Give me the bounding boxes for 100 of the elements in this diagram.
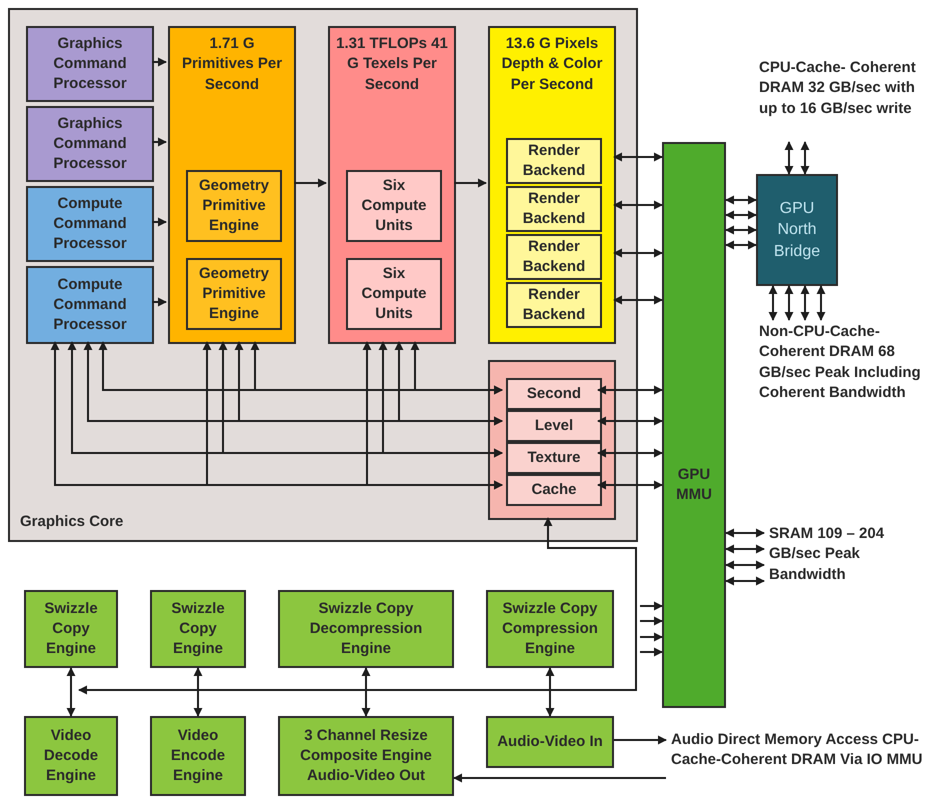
processor-box xyxy=(26,186,154,262)
arrow xyxy=(784,285,794,321)
block-label: Video Decode Engine xyxy=(42,726,100,786)
block-label: Render Backend xyxy=(522,188,586,229)
arrow xyxy=(613,248,663,258)
stage-panel xyxy=(328,26,456,344)
arrow xyxy=(816,285,826,321)
arrow xyxy=(613,200,663,210)
arrow xyxy=(640,632,663,642)
arrow xyxy=(640,602,663,610)
block-label: Render Backend xyxy=(522,140,586,181)
arrow xyxy=(800,141,810,175)
block-label: Geometry Primitive Engine xyxy=(198,176,270,236)
cache-panel xyxy=(488,360,616,520)
block-label: GPU North Bridge xyxy=(772,198,822,262)
arrow xyxy=(725,226,757,234)
arrow xyxy=(640,616,663,626)
block-label: Video Encode Engine xyxy=(170,726,226,786)
arrow xyxy=(725,240,757,250)
block-label: GPU MMU xyxy=(675,464,713,505)
engine-box xyxy=(278,716,454,796)
engine-box xyxy=(150,590,246,668)
processor-box xyxy=(26,266,154,344)
memory-note: CPU-Cache- Coherent DRAM 32 GB/sec with up to 16 GB/sec write xyxy=(759,58,917,118)
block-label: Six Compute Units xyxy=(360,176,428,236)
block-label: Texture xyxy=(527,448,581,468)
block-label: Swizzle Copy Engine xyxy=(170,598,226,660)
render-backend-box xyxy=(506,186,602,232)
block-label: Compute Command Processor xyxy=(52,194,128,254)
render-backend-box xyxy=(506,282,602,328)
block-label: Swizzle Copy Engine xyxy=(43,598,99,660)
arrow xyxy=(784,141,794,175)
engine-box xyxy=(186,170,282,242)
throughput-label: 13.6 G Pixels Depth & Color Per Second xyxy=(500,34,604,94)
processor-box xyxy=(26,106,154,182)
block-label: Swizzle Copy Compression Engine xyxy=(501,598,599,660)
arrow xyxy=(454,178,487,188)
block-label: Render Backend xyxy=(522,236,586,277)
block-label: Render Backend xyxy=(522,284,586,325)
block-label: Compute Command Processor xyxy=(52,274,128,336)
block-label: Swizzle Copy Decompression Engine xyxy=(308,598,424,660)
block-label: Geometry Primitive Engine xyxy=(198,264,270,324)
cache-box xyxy=(506,442,602,474)
block-label: Six Compute Units xyxy=(360,264,428,324)
arrow xyxy=(378,341,503,458)
block-label: Cache xyxy=(531,480,577,500)
cache-box xyxy=(506,474,602,506)
arrow xyxy=(194,667,202,717)
graphics-core-panel xyxy=(8,8,638,542)
arrow xyxy=(640,648,663,656)
arrow xyxy=(614,736,667,744)
compute-unit-box xyxy=(346,170,442,242)
engine-box xyxy=(24,590,118,668)
arrow xyxy=(613,152,663,162)
north-bridge-box xyxy=(756,174,838,286)
arrow xyxy=(546,667,554,717)
arrow xyxy=(725,560,765,570)
memory-note: SRAM 109 – 204 GB/sec Peak Bandwidth xyxy=(769,524,886,584)
cache-box xyxy=(506,378,602,410)
arrow xyxy=(152,298,167,306)
mmu-bar xyxy=(662,142,726,708)
arrow xyxy=(725,528,765,538)
arrow xyxy=(725,544,765,554)
memory-note: Audio Direct Memory Access CPU-Cache-Coherent DRAM Via IO MMU xyxy=(671,730,924,770)
block-label: Audio-Video In xyxy=(497,732,603,752)
arrow xyxy=(78,517,637,694)
arrow xyxy=(597,386,663,394)
arrow xyxy=(152,218,167,226)
arrow xyxy=(613,296,663,304)
block-label: 3 Channel Resize Composite Engine Audio-Video Out xyxy=(299,726,433,786)
panel-title: Graphics Core xyxy=(20,512,124,532)
engine-box xyxy=(150,716,246,796)
arrow xyxy=(410,341,503,394)
arrow xyxy=(294,178,327,188)
compute-unit-box xyxy=(346,258,442,330)
block-label: Graphics Command Processor xyxy=(52,34,128,94)
arrow xyxy=(362,667,370,717)
throughput-label: 1.31 TFLOPs 41 G Texels Per Second xyxy=(336,34,448,94)
arrow xyxy=(152,138,167,146)
block-label: Level xyxy=(534,416,574,436)
memory-note: Non-CPU-Cache- Coherent DRAM 68 GB/sec Peak Including Coherent Bandwidth xyxy=(759,322,922,403)
arrow xyxy=(152,58,167,66)
arrow xyxy=(597,416,663,426)
arrow xyxy=(597,448,663,458)
block-label: Second xyxy=(526,384,582,404)
render-backend-box xyxy=(506,234,602,280)
cache-box xyxy=(506,410,602,442)
arrow xyxy=(453,774,666,782)
engine-box xyxy=(24,716,118,796)
engine-box xyxy=(186,258,282,330)
arrow xyxy=(66,667,76,717)
arrow xyxy=(800,285,810,321)
arrow xyxy=(725,210,757,220)
engine-box xyxy=(486,716,614,768)
arrow xyxy=(362,341,503,490)
render-backend-box xyxy=(506,138,602,184)
arrow xyxy=(394,341,503,426)
stage-panel xyxy=(168,26,296,344)
throughput-label: 1.71 G Primitives Per Second xyxy=(180,34,284,94)
engine-box xyxy=(486,590,614,668)
